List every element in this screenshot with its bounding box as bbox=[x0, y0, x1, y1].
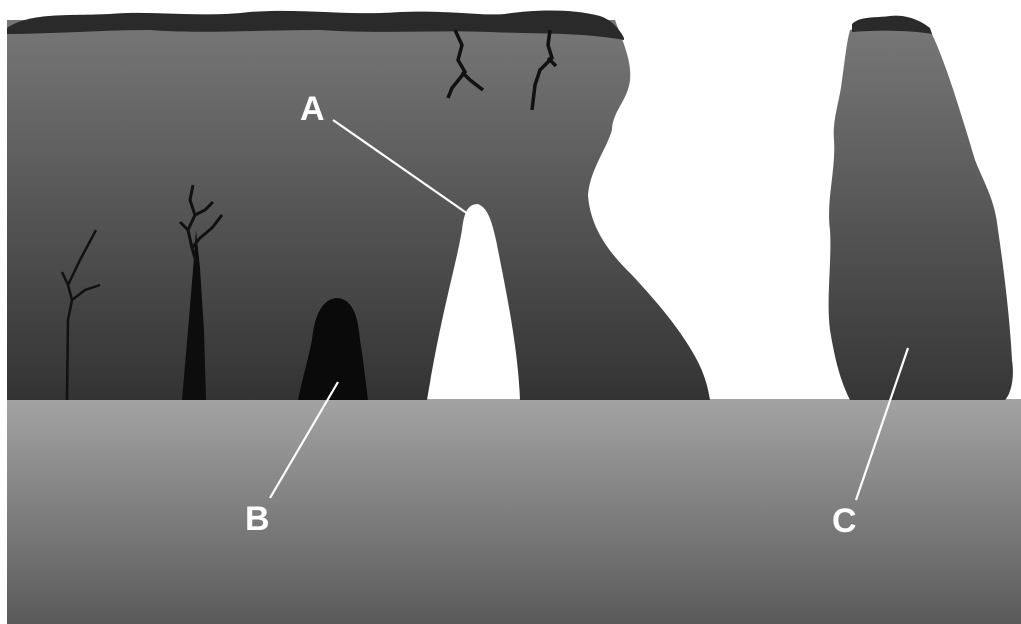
label-b: B bbox=[245, 500, 270, 538]
label-c: C bbox=[832, 502, 857, 540]
sea bbox=[7, 399, 1021, 624]
label-a: A bbox=[300, 90, 325, 128]
sea-stack bbox=[829, 26, 1013, 401]
